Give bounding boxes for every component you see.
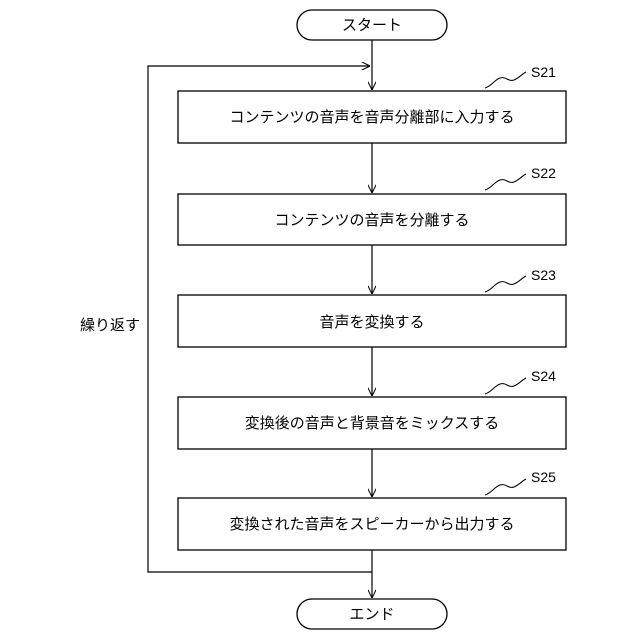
leader-line-s21: [485, 72, 526, 88]
leader-line-s25: [485, 479, 526, 495]
loop-label: 繰り返す: [80, 316, 140, 334]
step-id-s24: S24: [531, 368, 556, 384]
step-text-s21: コンテンツの音声を音声分離部に入力する: [229, 108, 514, 126]
step-id-s22: S22: [531, 165, 556, 181]
leader-line-s24: [485, 378, 526, 394]
step-text-s23: 音声を変換する: [319, 313, 424, 331]
start-label: スタート: [342, 16, 402, 34]
leader-line-s23: [485, 276, 526, 292]
step-id-s25: S25: [531, 469, 556, 485]
step-id-s23: S23: [531, 267, 556, 283]
leader-line-s22: [485, 174, 526, 190]
step-id-s21: S21: [531, 64, 556, 80]
end-label: エンド: [349, 605, 394, 623]
step-text-s24: 変換後の音声と背景音をミックスする: [245, 414, 500, 432]
step-text-s22: コンテンツの音声を分離する: [274, 211, 469, 229]
step-text-s25: 変換された音声をスピーカーから出力する: [229, 515, 514, 533]
